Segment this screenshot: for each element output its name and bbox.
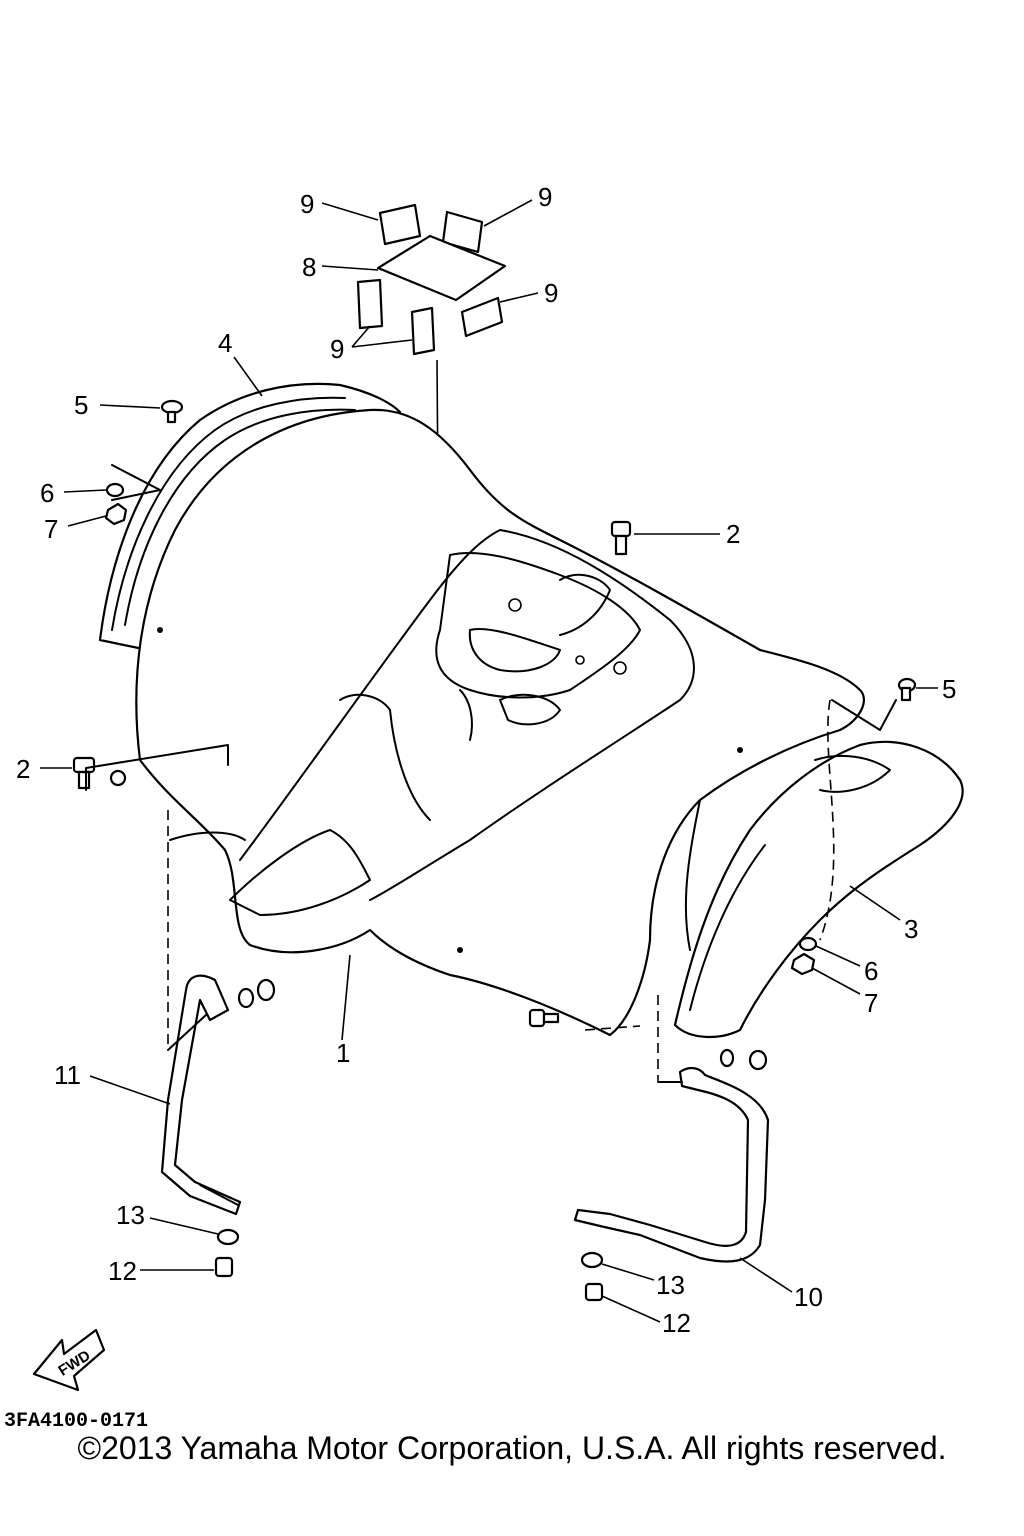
bolt-2-top-right [610,520,632,556]
callout-2: 2 [16,754,30,784]
leader-12b [601,1295,661,1323]
callout-11: 11 [54,1060,81,1090]
pad-9-left [356,278,384,330]
leader-13a [149,1217,219,1235]
leader-11 [89,1075,171,1105]
bracket-5-right [831,699,897,731]
callout-1: 1 [336,1038,350,1068]
body-1-rear-fender [135,408,866,1037]
callout-6: 6 [864,956,878,986]
callout-13: 13 [656,1270,685,1300]
callout-13: 13 [116,1200,145,1230]
callout-9: 9 [300,189,314,219]
leader-13b [601,1263,655,1281]
leader-7a [67,515,107,527]
fwd-arrow-icon: FWD [32,1328,106,1392]
bracket-left [85,744,229,791]
callout-4: 4 [218,328,232,358]
washer-13-right [580,1251,604,1269]
leader-5a [99,404,161,409]
bracket-11 [167,1014,207,1051]
screw-5-left [160,399,184,424]
callout-12: 12 [662,1308,691,1338]
leader-8 [321,265,379,271]
callout-7: 7 [44,514,58,544]
callout-9: 9 [330,334,344,364]
fender-3-right [673,740,964,1039]
bracket-6-7 [111,464,161,501]
pad-9-right [460,296,504,338]
leader-9b [483,199,533,227]
callout-10: 10 [794,1282,823,1312]
callout-12: 12 [108,1256,137,1286]
bolt-2-left [72,756,127,790]
copyright-notice: ©2013 Yamaha Motor Corporation, U.S.A. A… [77,1430,947,1466]
leader-6b [815,945,861,967]
callout-7: 7 [864,988,878,1018]
callout-5: 5 [942,674,956,704]
bolt-center [528,1008,560,1028]
leader-6a [63,489,107,493]
pad-9-top-left [378,203,422,246]
leader-10 [739,1257,793,1293]
nut-pair-right [719,1048,768,1071]
leader-4 [233,356,263,397]
callout-8: 8 [302,252,316,282]
callout-5: 5 [74,390,88,420]
part-code: 3FA4100-0171 [4,1410,148,1433]
callout-3: 3 [904,914,918,944]
guide-right-fender [819,699,835,941]
leader-9c [499,292,539,303]
callout-9: 9 [544,278,558,308]
callout-9: 9 [538,182,552,212]
washer-6-right [798,936,818,952]
washer-6-left [105,482,125,498]
pad-9-center [410,306,436,356]
leader-9d-2 [351,339,413,348]
nut-7-left [104,502,128,526]
grab-bar-10 [573,1066,770,1263]
callout-6: 6 [40,478,54,508]
bolt-12-left [214,1256,234,1278]
bolt-12-right [584,1282,604,1302]
leader-9d-1 [351,325,371,348]
leader-7b [811,967,861,995]
guide-center-bolt [584,1025,641,1031]
leader-1 [341,954,351,1041]
screw-5-right [897,677,917,702]
callout-2: 2 [726,519,740,549]
pad-9-top-right [441,210,484,254]
washer-13-left [216,1228,240,1246]
leader-9a [321,202,379,221]
leader-3 [849,885,901,921]
grab-bar-11 [160,974,242,1216]
nut-7-right [790,952,816,976]
plate-8 [376,234,507,302]
nut-pair-left [237,978,276,1009]
